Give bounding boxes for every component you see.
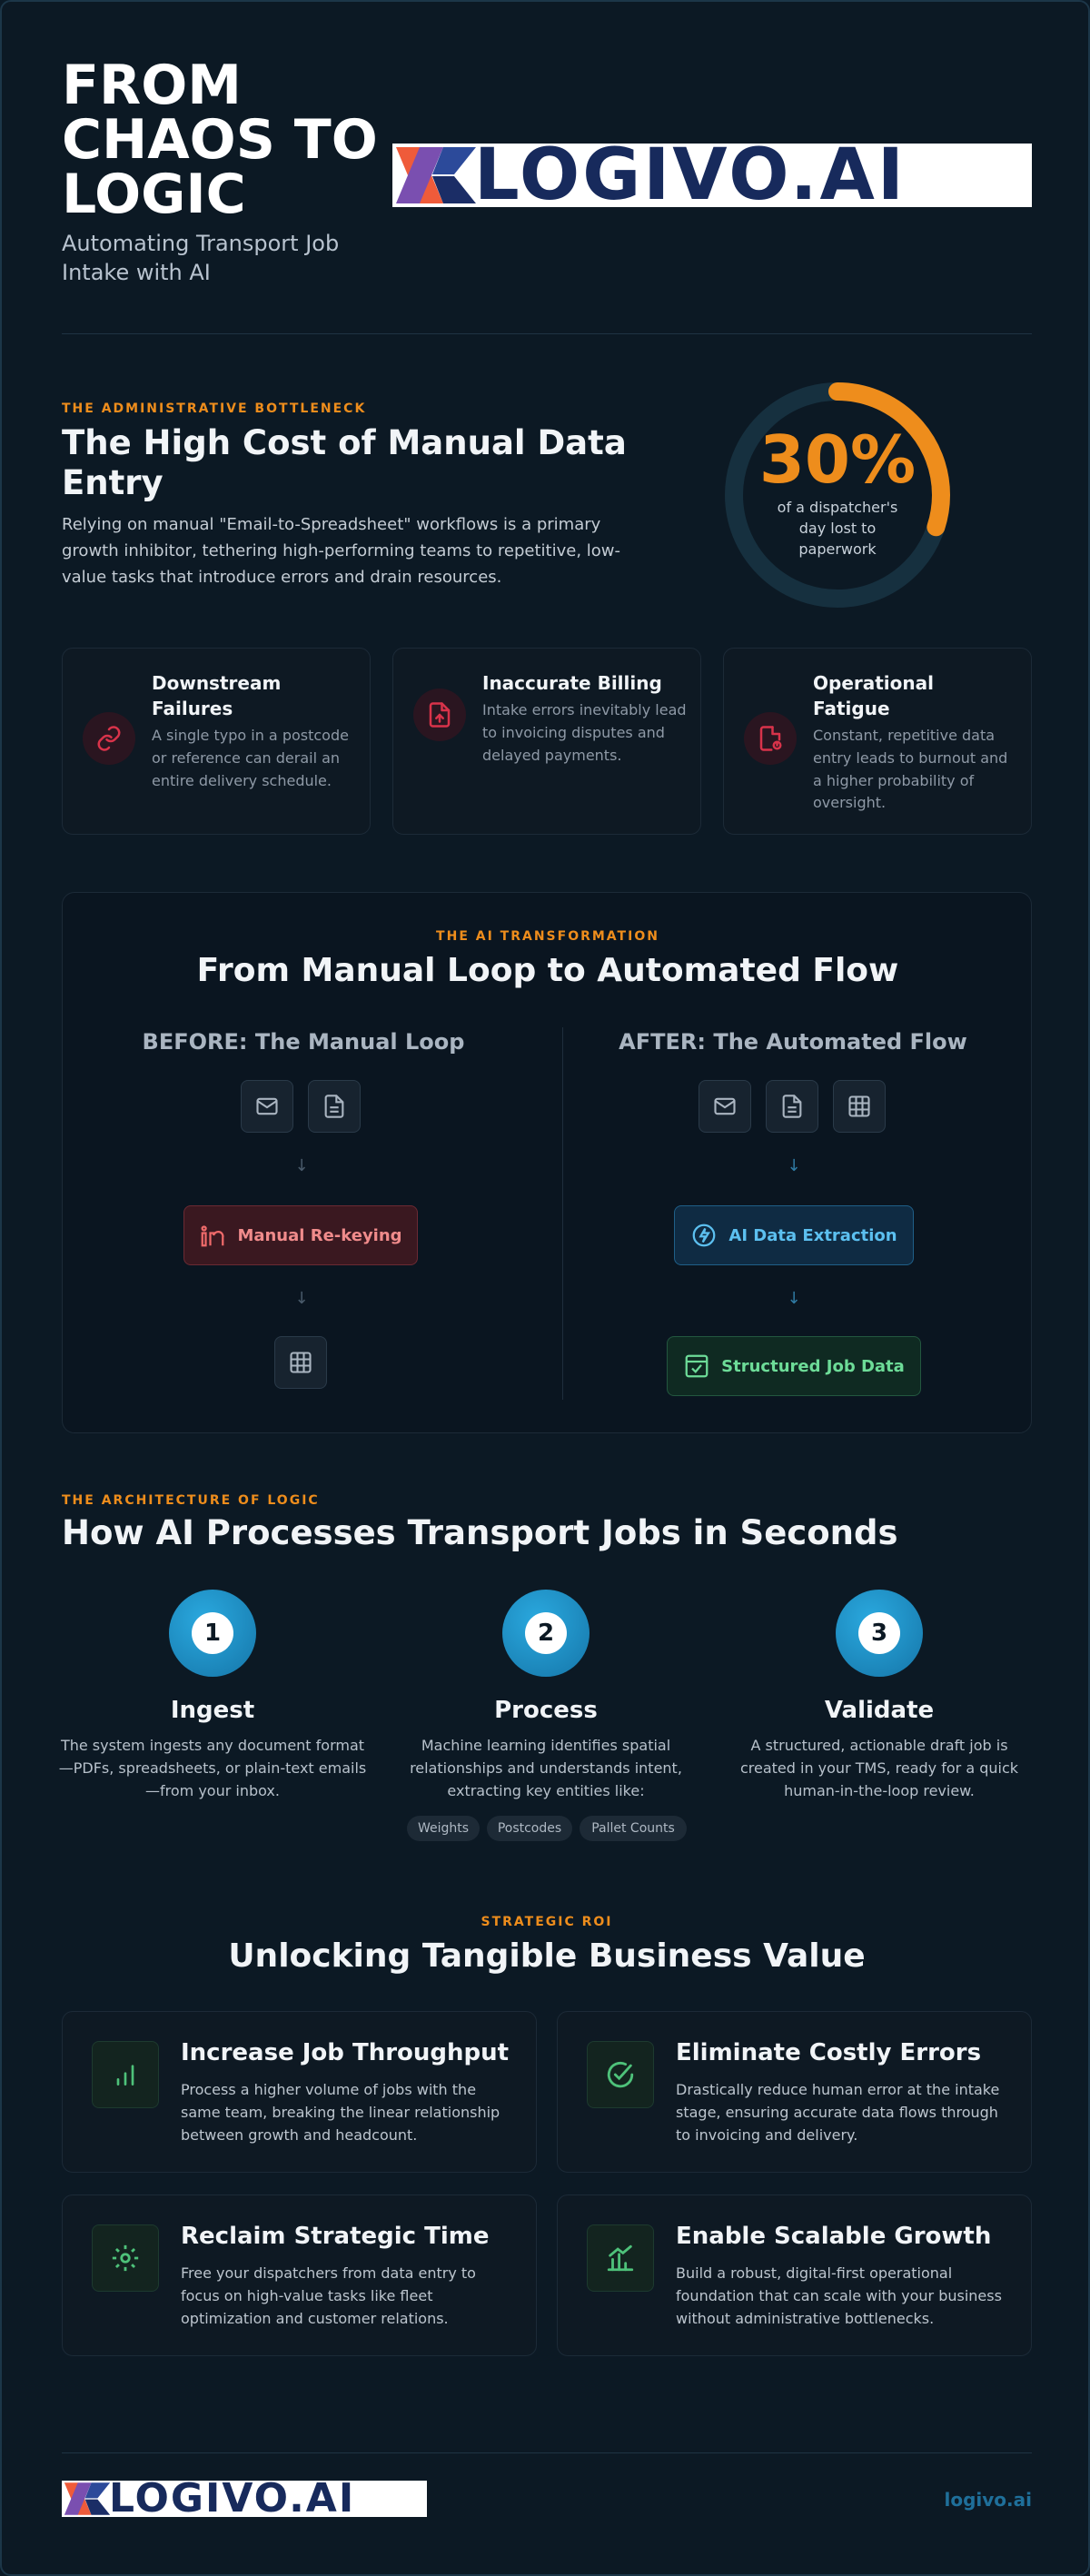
step-title-validate: Validate: [824, 1697, 935, 1724]
step-number-badge: 1: [169, 1590, 256, 1677]
step-desc-process: Machine learning identifies spatial rela…: [410, 1737, 682, 1799]
step-number-badge: 3: [836, 1590, 923, 1677]
document-icon: [308, 1080, 361, 1133]
transformation-title: From Manual Loop to Automated Flow: [196, 952, 899, 989]
roi-title: Unlocking Tangible Business Value: [228, 1937, 866, 1975]
value-card-title: Eliminate Costly Errors: [676, 2039, 982, 2066]
hero-subtitle: Automating Transport Job Intake with AI: [62, 231, 340, 286]
check-circle-icon: [587, 2041, 654, 2108]
stat-caption: of a dispatcher's day lost to paperwork: [777, 499, 898, 559]
value-card-desc: Free your dispatchers from data entry to…: [181, 2264, 476, 2327]
stat-value: 30%: [758, 421, 917, 498]
value-card-title: Enable Scalable Growth: [676, 2223, 992, 2250]
step-title-ingest: Ingest: [170, 1697, 255, 1724]
stat-gauge-arc: [725, 382, 950, 608]
logo-x-mark-icon: [64, 2482, 111, 2515]
email-icon: [241, 1080, 293, 1133]
problem-card-title: Inaccurate Billing: [482, 672, 662, 694]
stat-gauge: [725, 382, 950, 608]
transformation-eyebrow: THE AI TRANSFORMATION: [436, 929, 659, 944]
after-title: AFTER: The Automated Flow: [619, 1029, 967, 1055]
step-number-badge: 2: [502, 1590, 590, 1677]
structured-data-label: Structured Job Data: [721, 1356, 905, 1376]
step-number: 3: [858, 1612, 900, 1654]
arrow-down-icon: ↓: [294, 1156, 309, 1175]
step-number: 2: [525, 1612, 567, 1654]
footer-url[interactable]: logivo.ai: [944, 2489, 1033, 2511]
arrow-down-icon: ↓: [787, 1156, 801, 1175]
growth-chart-icon: [587, 2224, 654, 2292]
gear-icon: [92, 2224, 159, 2292]
value-card-desc: Drastically reduce human error at the in…: [676, 2081, 1000, 2144]
hero-title: FROM CHAOS TO LOGIC: [62, 54, 378, 226]
email-icon: [699, 1080, 751, 1133]
bottleneck-body: Relying on manual "Email-to-Spreadsheet"…: [62, 515, 620, 587]
value-card-throughput: Increase Job Throughput Process a higher…: [62, 2011, 537, 2173]
step-desc-validate: A structured, actionable draft job is cr…: [739, 1737, 1019, 1799]
value-card-desc: Process a higher volume of jobs with the…: [181, 2081, 500, 2144]
transformation-panel: THE AI TRANSFORMATION From Manual Loop t…: [62, 892, 1032, 1433]
problem-card-billing: Inaccurate Billing Intake errors inevita…: [392, 648, 701, 835]
entity-tag: Pallet Counts: [580, 1816, 687, 1841]
entity-tag: Postcodes: [487, 1816, 572, 1841]
logo-x-mark-icon: [396, 147, 476, 203]
before-title: BEFORE: The Manual Loop: [142, 1029, 465, 1055]
footer-logo-text: LOGIVO.AI: [109, 2481, 356, 2517]
arrow-down-icon: ↓: [787, 1289, 801, 1308]
problem-card-fatigue: Operational Fatigue Constant, repetitive…: [723, 648, 1032, 835]
architecture-eyebrow: THE ARCHITECTURE OF LOGIC: [62, 1493, 320, 1508]
structured-data-icon: [685, 1354, 708, 1378]
architecture-title: How AI Processes Transport Jobs in Secon…: [62, 1513, 898, 1552]
ai-chip-icon: [693, 1224, 716, 1247]
problem-card-desc: Intake errors inevitably lead to invoici…: [482, 701, 687, 764]
problem-card-title: Downstream Failures: [152, 672, 282, 719]
step-number: 1: [192, 1612, 233, 1654]
value-card-errors: Eliminate Costly Errors Drastically redu…: [557, 2011, 1032, 2173]
value-card-desc: Build a robust, digital-first operationa…: [676, 2264, 1002, 2327]
manual-rekeying-label: Manual Re-keying: [237, 1225, 402, 1245]
panel-divider: [562, 1027, 563, 1400]
problem-card-desc: Constant, repetitive data entry leads to…: [813, 727, 1008, 812]
file-alert-icon: [744, 712, 797, 765]
step-desc-ingest: The system ingests any document format—P…: [58, 1737, 367, 1799]
footer-divider: [62, 2452, 1032, 2453]
entity-tag: Weights: [407, 1816, 480, 1841]
header-logo-text: LOGIVO.AI: [474, 144, 907, 207]
ai-extraction-label: AI Data Extraction: [728, 1225, 897, 1245]
manual-rekeying-badge: Manual Re-keying: [183, 1205, 418, 1265]
file-upload-icon: [413, 689, 466, 741]
link-icon: [83, 712, 135, 765]
bottleneck-eyebrow: THE ADMINISTRATIVE BOTTLENECK: [62, 401, 367, 416]
problem-card-title: Operational Fatigue: [813, 672, 934, 719]
step-title-process: Process: [494, 1697, 598, 1724]
bar-chart-icon: [92, 2041, 159, 2108]
hero-divider: [62, 333, 1032, 334]
value-card-title: Reclaim Strategic Time: [181, 2223, 490, 2250]
arrow-down-icon: ↓: [294, 1289, 309, 1308]
problem-card-downstream: Downstream Failures A single typo in a p…: [62, 648, 371, 835]
footer-logo: LOGIVO.AI: [62, 2481, 427, 2517]
header-logo: LOGIVO.AI: [392, 144, 1032, 207]
value-card-time: Reclaim Strategic Time Free your dispatc…: [62, 2195, 537, 2356]
spreadsheet-icon: [274, 1336, 327, 1389]
value-card-growth: Enable Scalable Growth Build a robust, d…: [557, 2195, 1032, 2356]
spreadsheet-icon: [833, 1080, 886, 1133]
manual-work-icon: [201, 1225, 224, 1247]
value-card-title: Increase Job Throughput: [181, 2039, 510, 2066]
ai-extraction-badge: AI Data Extraction: [674, 1205, 914, 1265]
document-icon: [766, 1080, 818, 1133]
structured-data-badge: Structured Job Data: [667, 1336, 921, 1396]
roi-eyebrow: STRATEGIC ROI: [481, 1915, 613, 1929]
problem-card-desc: A single typo in a postcode or reference…: [152, 727, 349, 789]
bottleneck-title: The High Cost of Manual Data Entry: [62, 423, 627, 503]
